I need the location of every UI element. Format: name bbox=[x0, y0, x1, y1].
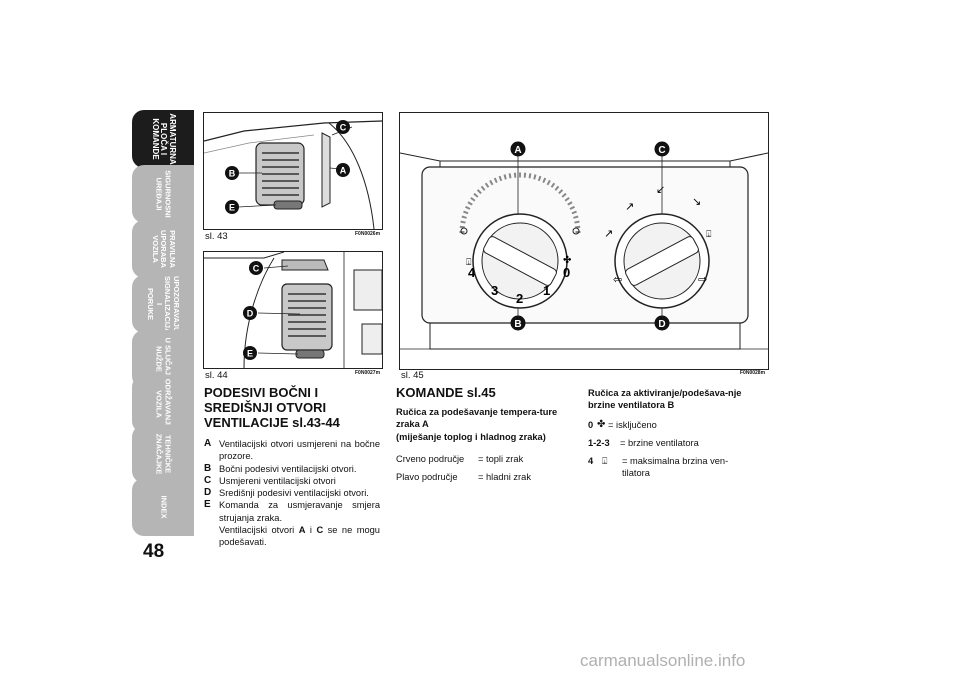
page-number: 48 bbox=[143, 541, 165, 562]
fan-speed-table: 0✤= isključeno 1-2-3= brzine ventilatora… bbox=[588, 419, 756, 479]
marker-c-label: C bbox=[658, 145, 665, 156]
vent-face-icon: ↗ bbox=[625, 200, 634, 213]
marker-b-label: B bbox=[514, 319, 521, 330]
table-row: Crveno područje= topli zrak bbox=[396, 454, 524, 464]
marker-a bbox=[336, 163, 350, 177]
fan-knob-title: Ručica za aktiviranje/podešava-nje brzin… bbox=[588, 388, 742, 410]
tab-tehnicke-znacajke[interactable]: TEHNIČKE ZNAČAJKE bbox=[132, 425, 194, 483]
dial-speed-3: 3 bbox=[491, 283, 498, 298]
tab-pravilna-uporaba[interactable]: PRAVILNA UPORABA VOZILA bbox=[132, 220, 194, 278]
marker-d bbox=[243, 306, 257, 320]
vents-note: Ventilacijski otvori A i C se ne mogu po… bbox=[219, 525, 380, 548]
tab-sigurnosni-uredaji[interactable]: SIGURNOSNI UREĐAJI bbox=[132, 165, 194, 223]
fan-icon: ✤ bbox=[597, 419, 606, 430]
marker-c-label: C bbox=[340, 123, 347, 133]
figure-43: C A B E bbox=[203, 112, 383, 230]
marker-d-label: D bbox=[658, 319, 665, 330]
figure-43-code: F0N0026m bbox=[355, 231, 381, 237]
tab-armaturna-ploca[interactable]: ARMATURNA PLOČA I KOMANDE bbox=[132, 110, 194, 168]
section-controls-title: KOMANDE sl.45 bbox=[396, 385, 496, 400]
tab-odrzavanje-vozila[interactable]: ODRŽAVANJE VOZILA bbox=[132, 375, 194, 433]
vent-feet-icon: ↘ bbox=[692, 195, 701, 208]
marker-d-label: D bbox=[247, 309, 254, 319]
marker-e bbox=[225, 200, 239, 214]
watermark: carmanualsonline.info bbox=[580, 651, 746, 670]
figure-44-caption: sl. 44 bbox=[205, 370, 228, 381]
marker-e bbox=[243, 346, 257, 360]
windscreen-defrost-icon: ⍗ bbox=[706, 230, 712, 240]
marker-d bbox=[654, 315, 670, 331]
marker-b-label: B bbox=[229, 169, 236, 179]
figure-45-code: F0N0028m bbox=[740, 370, 766, 376]
recirc-on-icon: ⇨ bbox=[698, 273, 707, 286]
marker-c bbox=[654, 141, 670, 157]
figure-43-caption: sl. 43 bbox=[205, 231, 228, 242]
temperature-zones-table: Crveno područje= topli zrak Plavo područ… bbox=[396, 453, 566, 483]
vent-floor-icon: ↗ bbox=[604, 227, 613, 240]
marker-c-label: C bbox=[253, 264, 260, 274]
defrost-icon: ⍗ bbox=[602, 456, 608, 466]
figure-45-caption: sl. 45 bbox=[401, 370, 424, 381]
vent-face-feet-icon: ↙ bbox=[656, 183, 665, 196]
table-row: 4⍗= maksimalna brzina ven-tilatora bbox=[588, 456, 729, 478]
dial-speed-4: 4 bbox=[468, 265, 476, 280]
marker-b bbox=[225, 166, 239, 180]
temperature-knob-title: Ručica za podešavanje tempera-ture zraka… bbox=[396, 407, 558, 429]
fan-icon: ✤ bbox=[563, 255, 571, 266]
marker-a bbox=[510, 141, 526, 157]
marker-e-label: E bbox=[229, 203, 235, 213]
section-vents-title: PODESIVI BOČNI I SREDIŠNJI OTVORI VENTIL… bbox=[204, 385, 340, 430]
table-row: 1-2-3= brzine ventilatora bbox=[588, 438, 699, 448]
dial-speed-1: 1 bbox=[543, 283, 550, 298]
table-row: 0✤= isključeno bbox=[588, 419, 657, 430]
dial-speed-0: 0 bbox=[563, 265, 570, 280]
marker-a-label: A bbox=[340, 166, 347, 176]
marker-b bbox=[510, 315, 526, 331]
tab-upozoravajuca-signalizacija[interactable]: UPOZORAVAJUĆA SIGNALIZACIJA I PORUKE bbox=[132, 275, 194, 343]
dial-speed-2: 2 bbox=[516, 291, 523, 306]
defrost-icon: ⍗ bbox=[466, 258, 472, 268]
recirc-off-icon: ⇦ bbox=[613, 273, 622, 286]
marker-c bbox=[336, 120, 350, 134]
table-row: Plavo područje= hladni zrak bbox=[396, 472, 531, 482]
figure-44: C D E bbox=[203, 251, 383, 369]
temperature-knob-subtitle: (miješanje toplog i hladnog zraka) bbox=[396, 432, 546, 442]
figure-45: 4 0 3 1 2 ⍗ ✤ ↗ ↙ ↘ ↗ ⍗ ⇦ ⇨ A C B D bbox=[399, 112, 769, 370]
marker-a-label: A bbox=[514, 145, 521, 156]
figure-44-code: F0N0027m bbox=[355, 370, 381, 376]
marker-c bbox=[249, 261, 263, 275]
tab-index[interactable]: INDEX bbox=[132, 478, 194, 536]
marker-e-label: E bbox=[247, 349, 253, 359]
